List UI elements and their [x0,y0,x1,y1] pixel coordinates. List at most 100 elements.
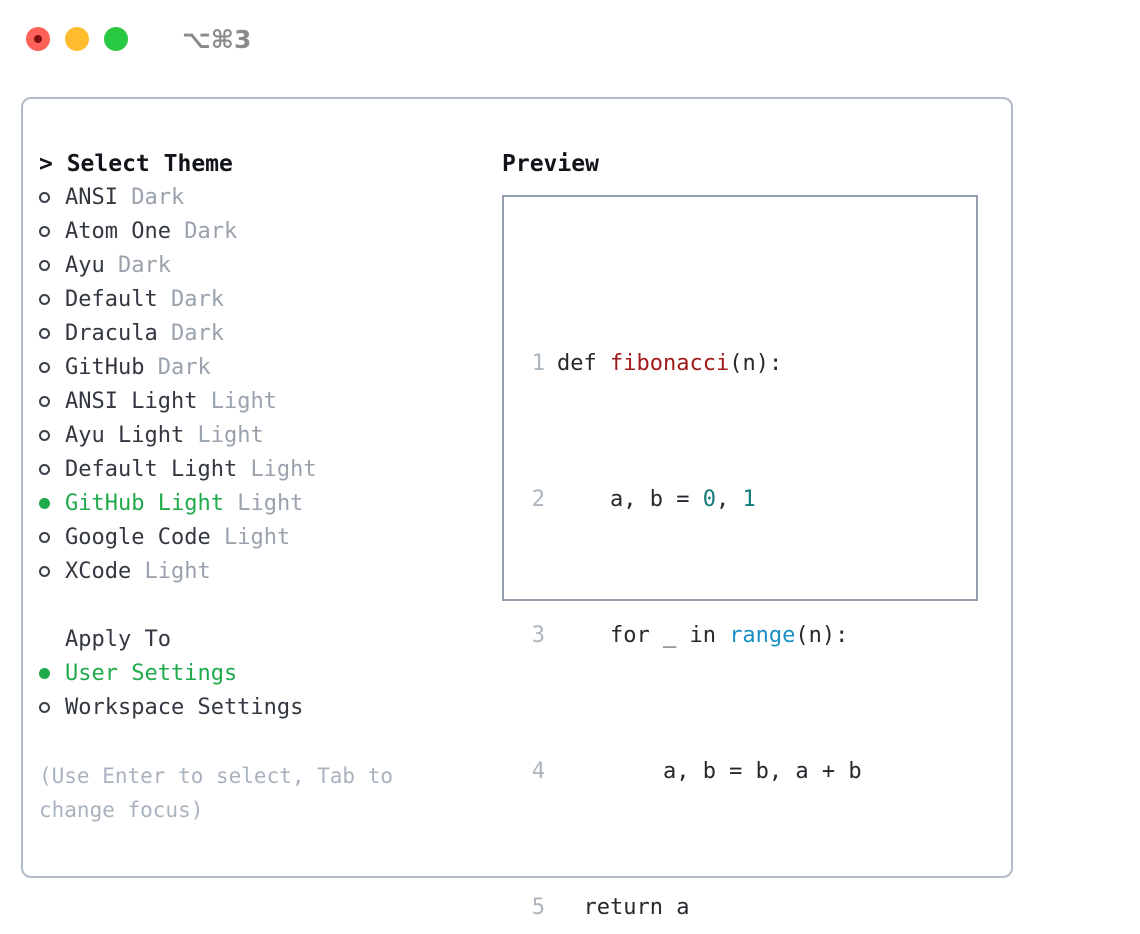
main-panel: > Select Theme ANSI Dark Atom One Dark [21,97,1013,920]
theme-tag-value: Dark [118,253,171,278]
radio-unselected-icon [39,317,65,351]
preview-column: Preview 1 def fibonacci(n): 2 a, b = 0, … [502,147,1002,920]
keyboard-shortcut-label: ⌥⌘3 [182,24,252,54]
theme-tag [158,283,171,317]
apply-to-header: Apply To [65,627,171,652]
theme-name: Google Code [65,525,211,550]
radio-unselected-icon [39,181,65,215]
theme-list-item-atom-one-dark[interactable]: Atom One Dark [39,215,499,249]
theme-tag [105,249,118,283]
theme-tag [131,555,144,589]
code-content: a, b = 0, 1 [557,483,756,517]
theme-name: XCode [65,559,132,584]
apply-to-label: User Settings [65,661,238,686]
theme-tag [158,317,171,351]
theme-tag [197,385,210,419]
theme-tag-value: Dark [170,321,224,346]
title-bar: ⌥⌘3 [0,0,1140,78]
code-content: def fibonacci(n): [557,347,782,381]
radio-unselected-icon [39,385,65,419]
radio-unselected-icon [39,351,65,385]
theme-tag-value: Dark [157,355,211,380]
radio-selected-icon [39,657,65,691]
theme-tag [184,419,197,453]
code-token: (n): [729,351,783,376]
code-content: for _ in range(n): [557,619,848,653]
theme-list: ANSI Dark Atom One Dark Ayu [39,181,499,589]
radio-unselected-icon [39,453,65,487]
line-number: 3 [531,623,545,648]
theme-tag-value: Dark [184,219,238,244]
apply-to-option-user-settings[interactable]: User Settings [39,657,499,691]
theme-tag [224,487,237,521]
traffic-light-controls [26,27,128,51]
line-number: 1 [531,351,545,376]
theme-tag [171,215,184,249]
theme-tag [237,453,250,487]
panel-columns: > Select Theme ANSI Dark Atom One Dark [23,99,1011,920]
close-window-button[interactable] [26,27,50,51]
theme-tag [144,351,157,385]
code-content: return a [557,895,690,920]
apply-to-option-workspace-settings[interactable]: Workspace Settings [39,691,499,725]
theme-list-item-github-light[interactable]: GitHub Light Light [39,487,499,521]
code-token: a, b = [557,487,703,512]
code-token: (n): [795,623,849,648]
code-line: 1 def fibonacci(n): [519,347,888,381]
theme-name: GitHub [65,355,145,380]
theme-tag-value: Light [250,457,317,482]
code-token-number: 1 [742,487,756,512]
theme-tag-value: Light [210,389,277,414]
code-line: 2 a, b = 0, 1 [519,483,888,517]
keyboard-hint-text: (Use Enter to select, Tab to change focu… [39,764,406,822]
theme-list-item-ansi-dark[interactable]: ANSI Dark [39,181,499,215]
radio-unselected-icon [39,249,65,283]
code-token: , [715,487,743,512]
theme-tag-value: Light [223,525,291,550]
line-number: 4 [531,759,545,784]
code-line: 3 for _ in range(n): [519,619,888,653]
preview-box: 1 def fibonacci(n): 2 a, b = 0, 1 3 for … [502,195,978,920]
theme-tag-value: Light [144,559,211,584]
theme-tag-value: Dark [131,185,185,210]
theme-tag-value: Light [197,423,264,448]
maximize-window-button[interactable] [104,27,128,51]
radio-unselected-icon [39,521,65,555]
theme-list-item-default-light[interactable]: Default Light Light [39,453,499,487]
radio-unselected-icon [39,419,65,453]
theme-name: Ayu [65,253,105,278]
theme-name: Default [65,287,158,312]
theme-tag-value: Dark [170,287,224,312]
theme-list-item-ayu-light[interactable]: Ayu Light Light [39,419,499,453]
theme-name: Atom One [65,219,171,244]
line-number: 2 [531,487,545,512]
theme-list-item-default-dark[interactable]: Default Dark [39,283,499,317]
radio-selected-icon [39,487,65,521]
select-theme-header: > Select Theme [39,151,233,177]
theme-list-item-dracula-dark[interactable]: Dracula Dark [39,317,499,351]
theme-list-item-github-dark[interactable]: GitHub Dark [39,351,499,385]
theme-tag [211,521,224,555]
preview-code: 1 def fibonacci(n): 2 a, b = 0, 1 3 for … [519,245,888,934]
code-line: 5 return a [519,891,888,925]
code-token: for _ in [557,623,730,648]
theme-tag-value: Light [237,491,304,516]
code-token: def [557,351,610,376]
theme-list-item-xcode[interactable]: XCode Light [39,555,499,589]
theme-list-item-ayu-dark[interactable]: Ayu Dark [39,249,499,283]
theme-list-item-ansi-light[interactable]: ANSI Light Light [39,385,499,419]
code-token-call: range [729,623,796,648]
code-token-function: fibonacci [609,351,730,376]
code-line: 4 a, b = b, a + b [519,755,888,789]
radio-unselected-icon [39,691,65,725]
section-divider [39,589,499,623]
code-token-number: 0 [702,487,716,512]
minimize-window-button[interactable] [65,27,89,51]
apply-to-label: Workspace Settings [65,695,304,720]
theme-name: Ayu Light [65,423,185,448]
theme-name: ANSI Light [65,389,198,414]
theme-list-item-google-code[interactable]: Google Code Light [39,521,499,555]
theme-name: Default Light [65,457,238,482]
theme-name: GitHub Light [65,491,224,516]
